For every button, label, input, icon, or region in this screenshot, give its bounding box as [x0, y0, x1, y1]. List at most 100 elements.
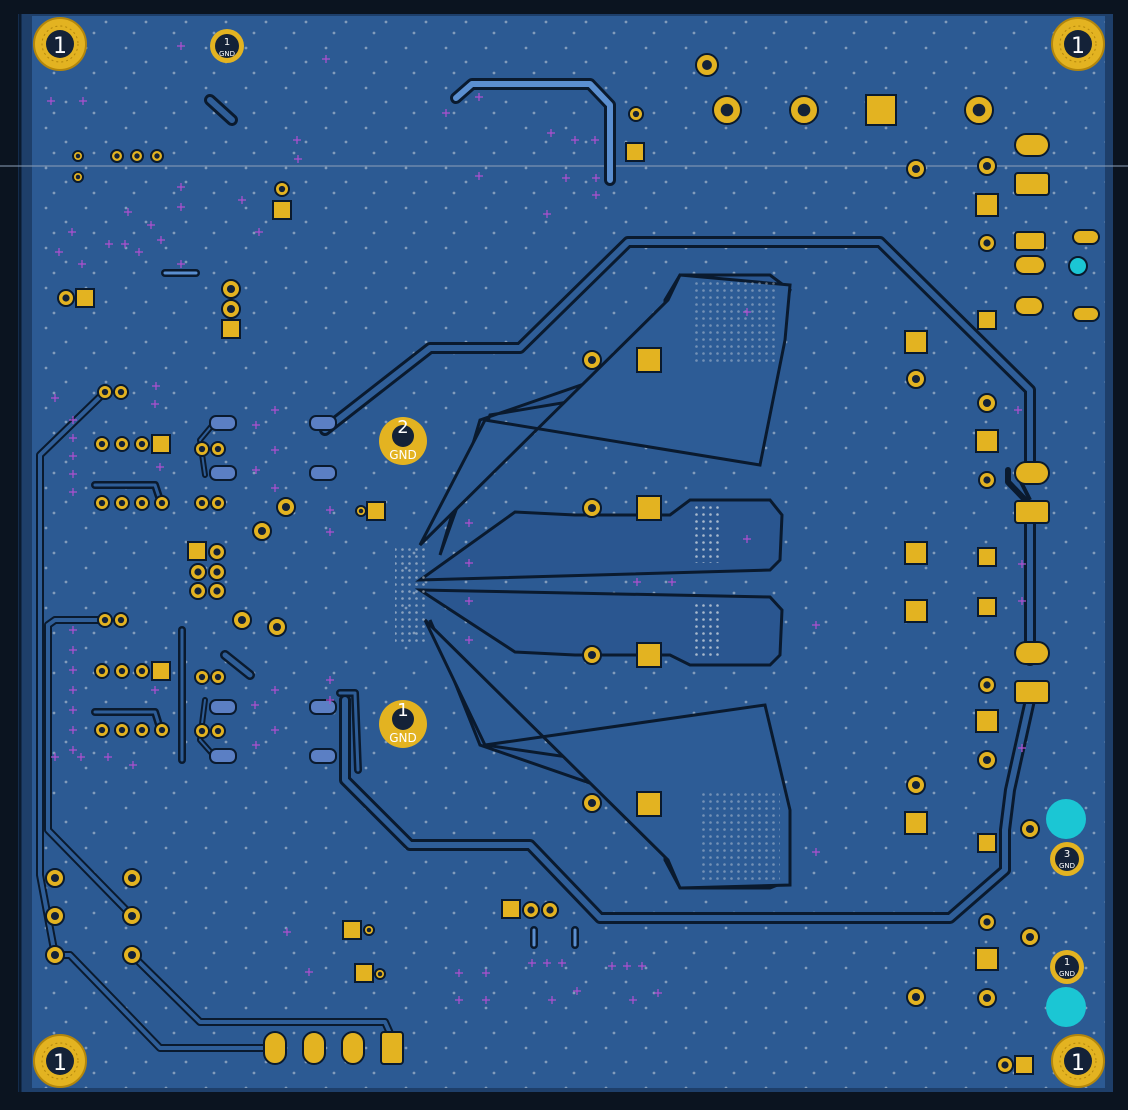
marker-cross — [69, 686, 77, 694]
square-pad[interactable] — [975, 709, 999, 733]
stitch-area-1 — [694, 282, 778, 362]
square-pad[interactable] — [636, 495, 662, 521]
pad-hole — [213, 568, 221, 576]
marker-cross — [482, 996, 490, 1004]
oval-pad[interactable] — [263, 1031, 287, 1065]
smd-resistor[interactable] — [209, 465, 237, 481]
square-pad[interactable] — [975, 947, 999, 971]
marker-cross — [69, 726, 77, 734]
square-pad[interactable] — [75, 288, 95, 308]
marker-cross — [271, 686, 279, 694]
smd-resistor[interactable] — [209, 748, 237, 764]
square-pad[interactable] — [272, 200, 292, 220]
smd-resistor[interactable] — [309, 699, 337, 715]
marker-cross — [573, 987, 581, 995]
track-short-5-fill — [93, 483, 162, 730]
gnd-pad-right-lower[interactable]: 1 GND — [1050, 950, 1084, 984]
square-pad[interactable] — [1014, 1055, 1034, 1075]
marker-cross — [743, 308, 751, 316]
marker-cross — [156, 463, 164, 471]
smd-resistor[interactable] — [209, 415, 237, 431]
square-pad[interactable] — [501, 899, 521, 919]
square-pad[interactable] — [151, 434, 171, 454]
smd-resistor[interactable] — [309, 748, 337, 764]
marker-cross — [129, 761, 137, 769]
smd-resistor[interactable] — [309, 415, 337, 431]
oval-pad[interactable] — [1014, 641, 1050, 665]
square-pad[interactable] — [187, 541, 207, 561]
pad-hole — [214, 445, 222, 453]
smd-resistor[interactable] — [309, 465, 337, 481]
square-pad[interactable] — [904, 330, 928, 354]
pad-hole — [226, 284, 236, 294]
square-pad[interactable] — [625, 142, 645, 162]
square-pad[interactable] — [977, 833, 997, 853]
marker-cross — [271, 406, 279, 414]
square-pad[interactable] — [977, 547, 997, 567]
square-pad[interactable] — [904, 541, 928, 565]
mounting-hole-top-right[interactable]: 1 — [1051, 17, 1105, 71]
gnd-pad-2[interactable]: 2 GND — [379, 417, 427, 465]
oval-pad[interactable] — [302, 1031, 326, 1065]
pour-bottom-lower — [423, 618, 792, 890]
pad-hole — [114, 153, 120, 159]
marker-cross — [592, 174, 600, 182]
oval-pad[interactable] — [341, 1031, 365, 1065]
gnd-pad-top-left[interactable]: 1 GND — [210, 29, 244, 63]
square-pad[interactable] — [636, 791, 662, 817]
gnd-pad-1[interactable]: 1 GND — [379, 700, 427, 748]
teal-pad-lower[interactable] — [1046, 987, 1086, 1027]
marker-cross — [157, 236, 165, 244]
square-pad[interactable] — [354, 963, 374, 983]
marker-cross — [68, 228, 76, 236]
gnd-pad-right-upper[interactable]: 3 GND — [1050, 842, 1084, 876]
pour-mid-top — [415, 498, 784, 582]
oval-pad[interactable] — [1014, 680, 1050, 704]
square-pad[interactable] — [151, 661, 171, 681]
square-pad[interactable] — [977, 597, 997, 617]
square-pad[interactable] — [366, 501, 386, 521]
stitch-area-5 — [395, 545, 425, 645]
mounting-hole-top-left[interactable]: 1 — [33, 17, 87, 71]
marker-cross — [812, 621, 820, 629]
oval-pads — [263, 133, 1100, 1065]
square-pad[interactable] — [977, 310, 997, 330]
marker-cross — [177, 42, 185, 50]
pad-hole — [272, 622, 282, 632]
square-pad[interactable] — [904, 811, 928, 835]
oval-pad[interactable] — [1014, 296, 1044, 316]
square-pad[interactable] — [904, 599, 928, 623]
square-pad[interactable] — [975, 193, 999, 217]
mounting-hole-bottom-left[interactable]: 1 — [33, 1034, 87, 1088]
marker-cross — [465, 636, 473, 644]
marker-cross — [252, 421, 260, 429]
teal-pad-upper[interactable] — [1046, 799, 1086, 839]
oval-pad[interactable] — [1014, 500, 1050, 524]
pad-hole — [118, 667, 126, 675]
square-pad[interactable] — [636, 347, 662, 373]
track-short-3-fill — [222, 652, 253, 678]
oval-pad[interactable] — [1072, 306, 1100, 322]
oval-pad[interactable] — [1014, 231, 1046, 251]
marker-cross — [252, 741, 260, 749]
marker-cross — [69, 416, 77, 424]
square-pad[interactable] — [221, 319, 241, 339]
oval-pad[interactable] — [1014, 255, 1046, 275]
mounting-hole-bottom-right[interactable]: 1 — [1051, 1034, 1105, 1088]
teal-pad-small[interactable] — [1068, 256, 1088, 276]
oval-pad[interactable] — [380, 1031, 404, 1065]
oval-pad[interactable] — [1014, 461, 1050, 485]
square-pad[interactable] — [865, 94, 897, 126]
pad-hole — [720, 103, 734, 117]
pad-hole — [50, 950, 60, 960]
square-pad[interactable] — [975, 429, 999, 453]
markers — [47, 42, 1026, 1004]
oval-pad[interactable] — [1014, 133, 1050, 157]
oval-pad[interactable] — [1014, 172, 1050, 196]
square-pad[interactable] — [636, 642, 662, 668]
square-pad[interactable] — [342, 920, 362, 940]
pad-hole — [587, 503, 597, 513]
smd-resistor[interactable] — [209, 699, 237, 715]
oval-pad[interactable] — [1072, 229, 1100, 245]
